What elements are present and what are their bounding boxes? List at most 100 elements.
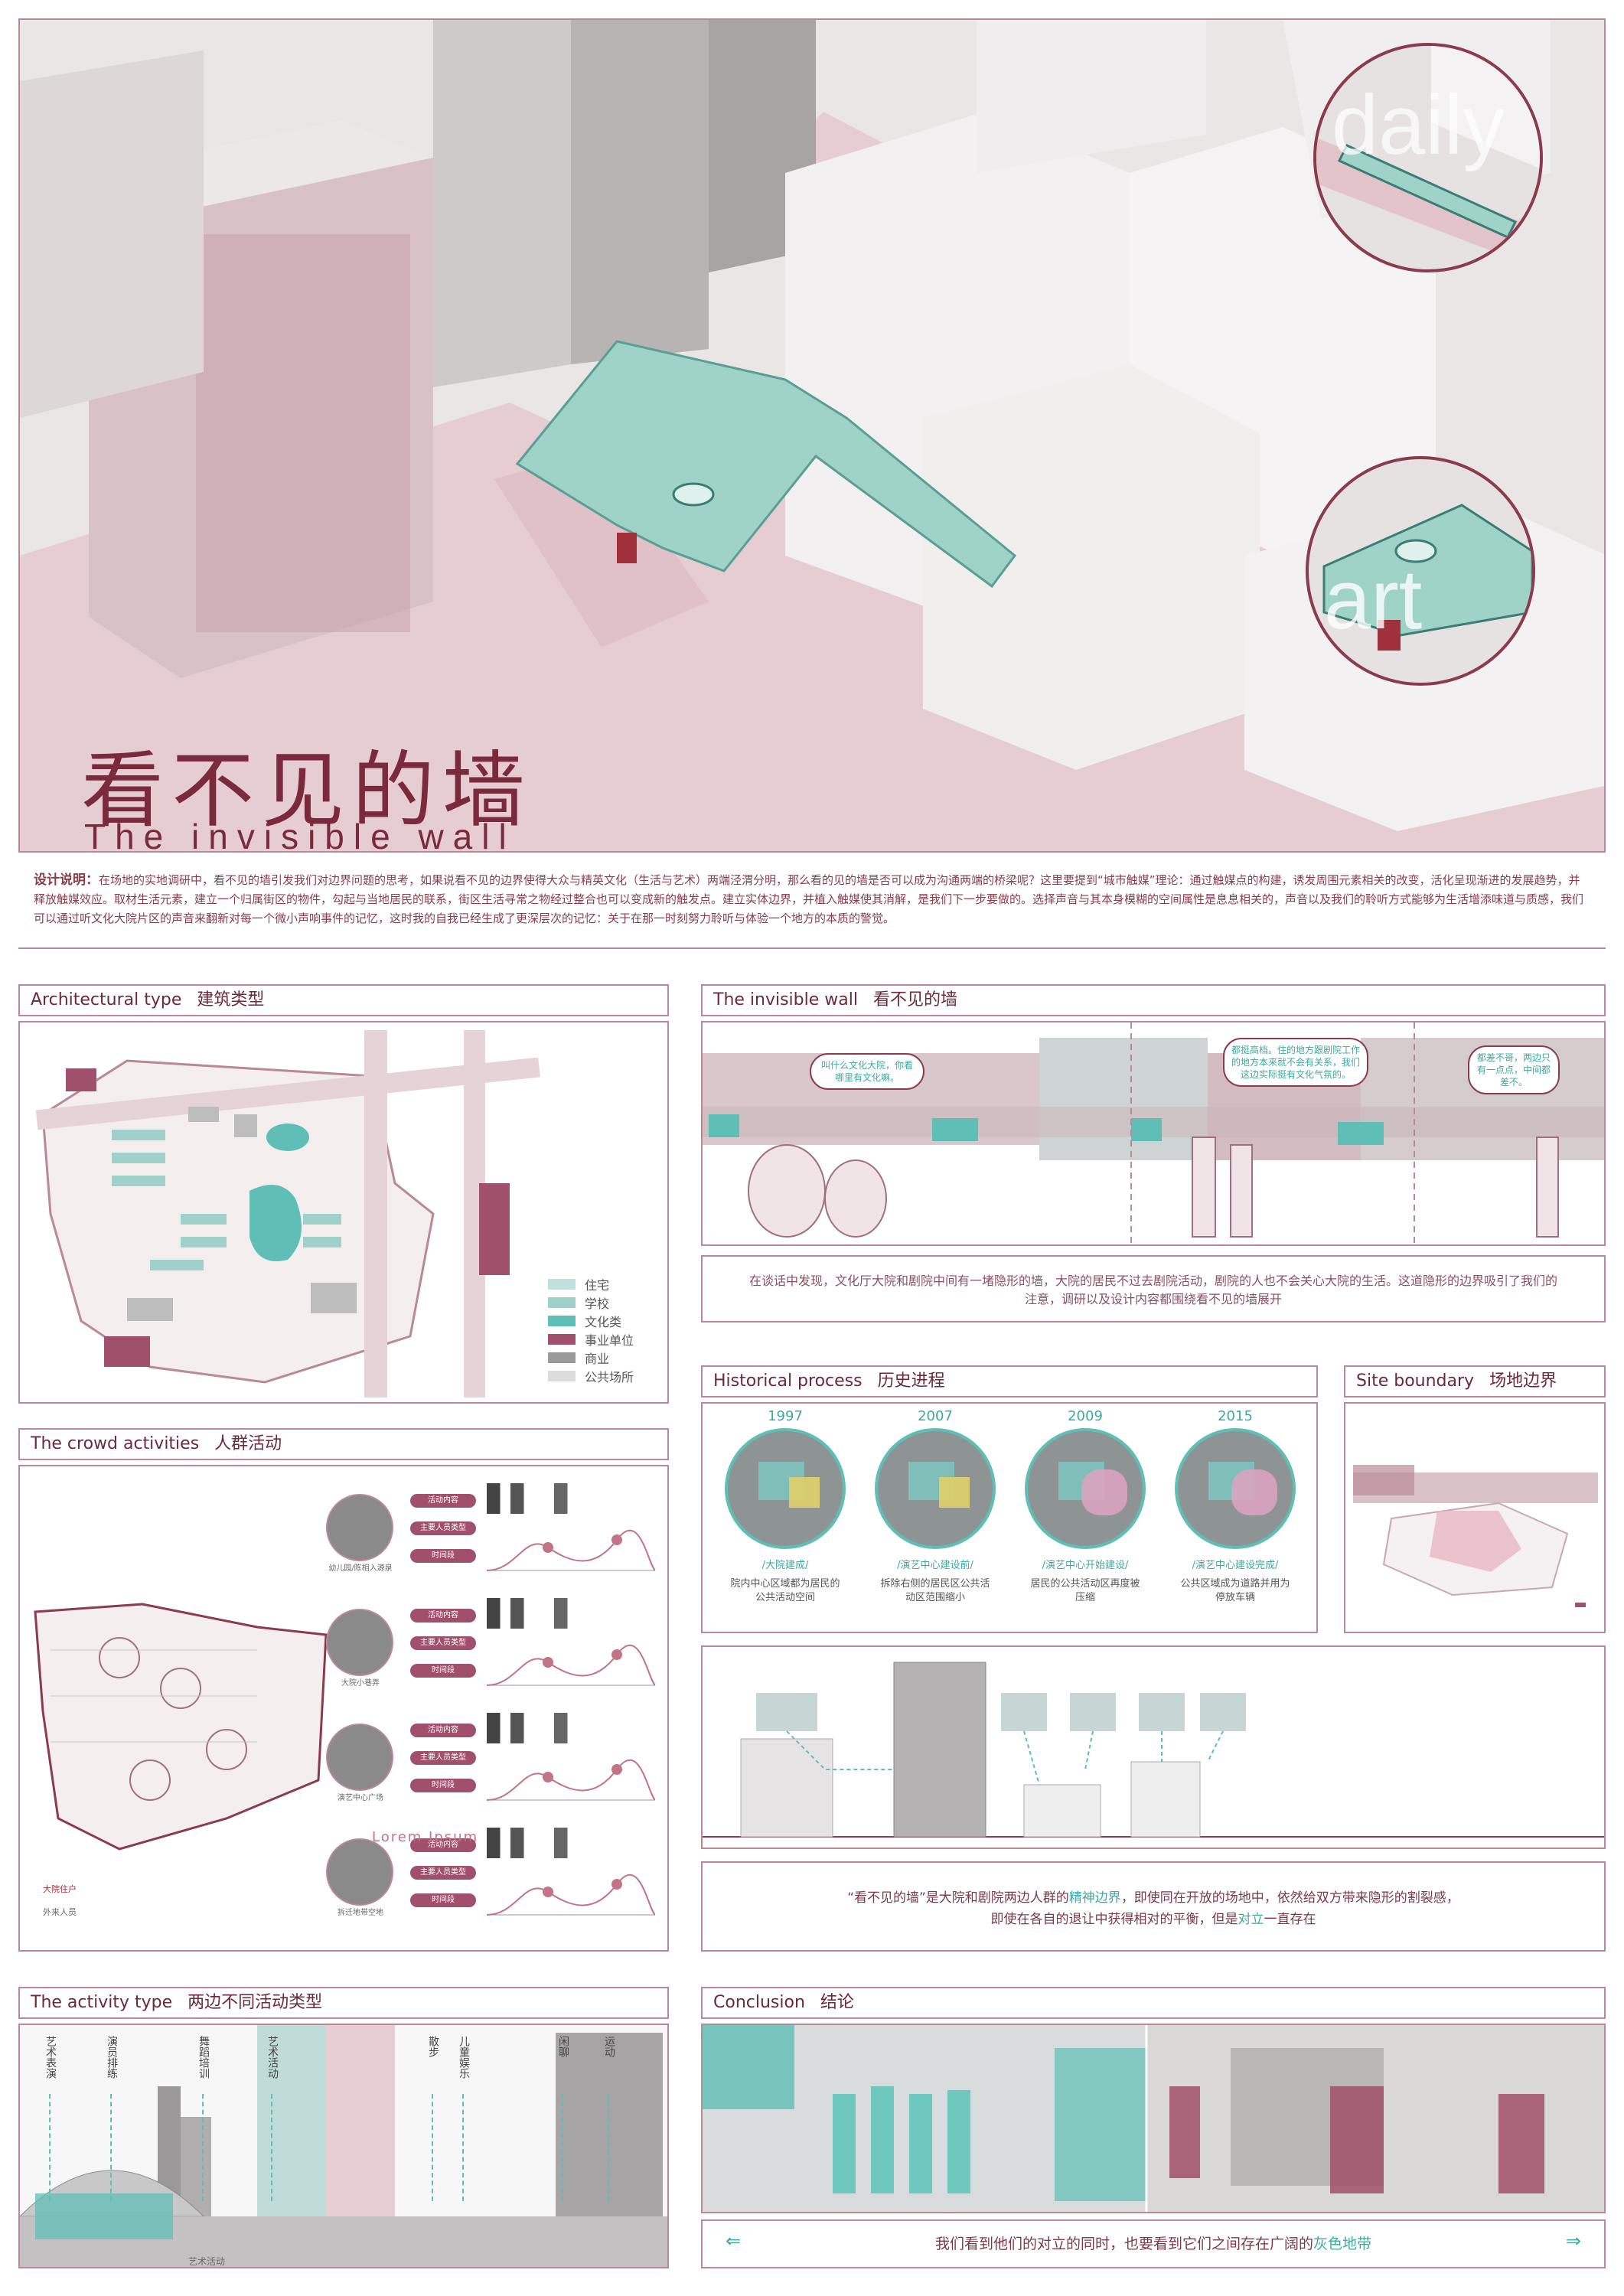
wall-caption: 在谈话中发现，文化厅大院和剧院中间有一堵隐形的墙，大院的居民不过去剧院活动，剧院… bbox=[701, 1255, 1606, 1322]
activity-label: 散步 bbox=[427, 2036, 439, 2057]
crowd-photo-circle bbox=[326, 1838, 393, 1906]
activity-guide-line bbox=[202, 2094, 204, 2201]
wall-collage bbox=[703, 1022, 1604, 1244]
legend-item: 文化类 bbox=[548, 1312, 663, 1330]
crowd-place-label: 拆迁地带空地 bbox=[338, 1909, 383, 1917]
legend-swatch bbox=[548, 1297, 576, 1308]
history-desc: 公共区域成为道路并用为停放车辆 bbox=[1180, 1578, 1290, 1603]
crowd-figures bbox=[487, 1598, 655, 1629]
activity-panel: 艺术表演演员排练舞蹈培训艺术活动散步儿童娱乐闲聊运动 艺术活动 bbox=[18, 2024, 669, 2268]
crowd-tag: 活动内容 bbox=[410, 1724, 476, 1737]
history-year: 2009 bbox=[1068, 1408, 1103, 1424]
section-drawing bbox=[703, 1662, 1604, 1838]
speech-bubble-3: 都差不哥，两边只有一点点，中间都差不。 bbox=[1468, 1045, 1560, 1094]
crowd-row: 拆迁地带空地活动内容主要人员类型时间段 bbox=[326, 1826, 663, 1933]
circle-word-art: art bbox=[1324, 553, 1423, 647]
history-year: 1997 bbox=[768, 1408, 803, 1424]
legend-swatch bbox=[548, 1334, 576, 1345]
crowd-tag: 活动内容 bbox=[410, 1838, 476, 1852]
section-text-line-1: “看不见的墙”是大院和剧院两边人群的精神边界，即使同在开放的场地中，依然给双方带… bbox=[847, 1890, 1459, 1906]
crowd-photo-circle bbox=[326, 1494, 393, 1561]
legend-label: 住宅 bbox=[585, 1278, 610, 1293]
legend-swatch bbox=[548, 1279, 576, 1290]
crowd-photo-circle bbox=[326, 1724, 393, 1791]
crowd-map-legend-2: 外来人员 bbox=[43, 1907, 77, 1917]
activity-label: 儿童娱乐 bbox=[458, 2036, 470, 2079]
activity-photo-collage bbox=[20, 2025, 667, 2267]
activity-label: 演员排练 bbox=[106, 2036, 118, 2079]
activity-guide-line bbox=[608, 2094, 609, 2201]
hero-title-zh: 看不见的墙 bbox=[81, 743, 533, 839]
conclusion-collage bbox=[703, 2025, 1604, 2212]
arrow-left-icon: ⇐ bbox=[726, 2230, 742, 2252]
crowd-place-label: 演艺中心广场 bbox=[338, 1794, 383, 1802]
crowd-row: 演艺中心广场活动内容主要人员类型时间段 bbox=[326, 1711, 663, 1818]
crowd-figures bbox=[487, 1713, 655, 1743]
crowd-row: 大院小巷弄活动内容主要人员类型时间段 bbox=[326, 1596, 663, 1704]
activity-label: 舞蹈培训 bbox=[197, 2036, 210, 2079]
legend-label: 学校 bbox=[585, 1296, 610, 1311]
activity-bottom-caption: 艺术活动 bbox=[188, 2256, 226, 2267]
site-panel bbox=[1344, 1402, 1606, 1633]
zoom-circle-daily: daily bbox=[1313, 43, 1543, 272]
history-item: 2009/演艺中心开始建设/居民的公共活动区再度被压缩 bbox=[1018, 1408, 1153, 1605]
crowd-figures bbox=[487, 1483, 655, 1514]
crowd-time-curve bbox=[487, 1759, 655, 1801]
history-tag: /演艺中心开始建设/ bbox=[1042, 1560, 1129, 1571]
crowd-map-legend-1: 大院住户 bbox=[43, 1884, 77, 1894]
legend-swatch bbox=[548, 1371, 576, 1381]
arch-legend: 住宅学校文化类事业单位商业公共场所 bbox=[548, 1275, 663, 1385]
history-tag: /演艺中心建设前/ bbox=[897, 1560, 973, 1571]
conclusion-text-box: ⇐ 我们看到他们的对立的同时，也要看到它们之间存在广阔的灰色地带 ⇒ bbox=[701, 2219, 1606, 2268]
legend-label: 公共场所 bbox=[585, 1370, 634, 1384]
section-drawing-panel bbox=[701, 1645, 1606, 1849]
legend-swatch bbox=[548, 1316, 576, 1326]
crowd-panel: 大院住户 外来人员 幼儿园/陈相入源泉活动内容主要人员类型时间段大院小巷弄活动内… bbox=[18, 1465, 669, 1952]
activity-label: 艺术表演 bbox=[44, 2036, 57, 2079]
legend-item: 公共场所 bbox=[548, 1367, 663, 1385]
speech-bubble-2: 都挺高档。住的地方跟剧院工作的地方本来就不会有关系，我们这边实际挺有文化气氛的。 bbox=[1223, 1038, 1368, 1087]
activity-guide-line bbox=[271, 2094, 272, 2201]
legend-label: 文化类 bbox=[585, 1315, 622, 1329]
crowd-tag: 时间段 bbox=[410, 1893, 476, 1907]
activity-guide-line bbox=[49, 2094, 51, 2201]
crowd-place-label: 大院小巷弄 bbox=[341, 1679, 380, 1688]
history-aerial-circle bbox=[725, 1428, 846, 1549]
crowd-time-curve bbox=[487, 1874, 655, 1916]
history-aerial-circle bbox=[1175, 1428, 1296, 1549]
crowd-photo-circle bbox=[326, 1609, 393, 1676]
crowd-row: 幼儿园/陈相入源泉活动内容主要人员类型时间段 bbox=[326, 1482, 663, 1589]
crowd-site-map bbox=[34, 1603, 328, 1851]
crowd-tag: 时间段 bbox=[410, 1779, 476, 1792]
site-boundary-map bbox=[1353, 1465, 1598, 1607]
legend-label: 事业单位 bbox=[585, 1333, 634, 1348]
crowd-time-curve bbox=[487, 1644, 655, 1686]
history-desc: 拆除右侧的居民区公共活动区范围缩小 bbox=[880, 1578, 990, 1603]
hero-title-en: The invisible wall bbox=[84, 817, 516, 853]
activity-guide-line bbox=[432, 2094, 433, 2201]
legend-item: 住宅 bbox=[548, 1275, 663, 1293]
description-label: 设计说明： bbox=[34, 872, 99, 888]
crowd-tag: 时间段 bbox=[410, 1664, 476, 1678]
wall-panel: 叫什么文化大院，你看哪里有文化嘛。 都挺高档。住的地方跟剧院工作的地方本来就不会… bbox=[701, 1021, 1606, 1246]
history-aerial-circle bbox=[1025, 1428, 1146, 1549]
crowd-tag: 主要人员类型 bbox=[410, 1636, 476, 1650]
description-text: 在场地的实地调研中，看不见的墙引发我们对边界问题的思考，如果说看不见的边界使得大… bbox=[34, 873, 1584, 925]
legend-item: 事业单位 bbox=[548, 1330, 663, 1349]
history-tag: /演艺中心建设完成/ bbox=[1192, 1560, 1279, 1571]
legend-item: 商业 bbox=[548, 1349, 663, 1367]
zoom-circle-art: art bbox=[1306, 456, 1535, 686]
crowd-tag: 时间段 bbox=[410, 1549, 476, 1563]
hero-panel: daily art 看不见的墙 The invisible wall bbox=[18, 18, 1606, 853]
history-item: 1997/大院建成/院内中心区域都为居民的公共活动空间 bbox=[718, 1408, 853, 1605]
activity-label: 闲聊 bbox=[557, 2036, 569, 2057]
description-block: 设计说明：在场地的实地调研中，看不见的墙引发我们对边界问题的思考，如果说看不见的… bbox=[18, 857, 1606, 949]
activity-guide-line bbox=[110, 2094, 112, 2201]
